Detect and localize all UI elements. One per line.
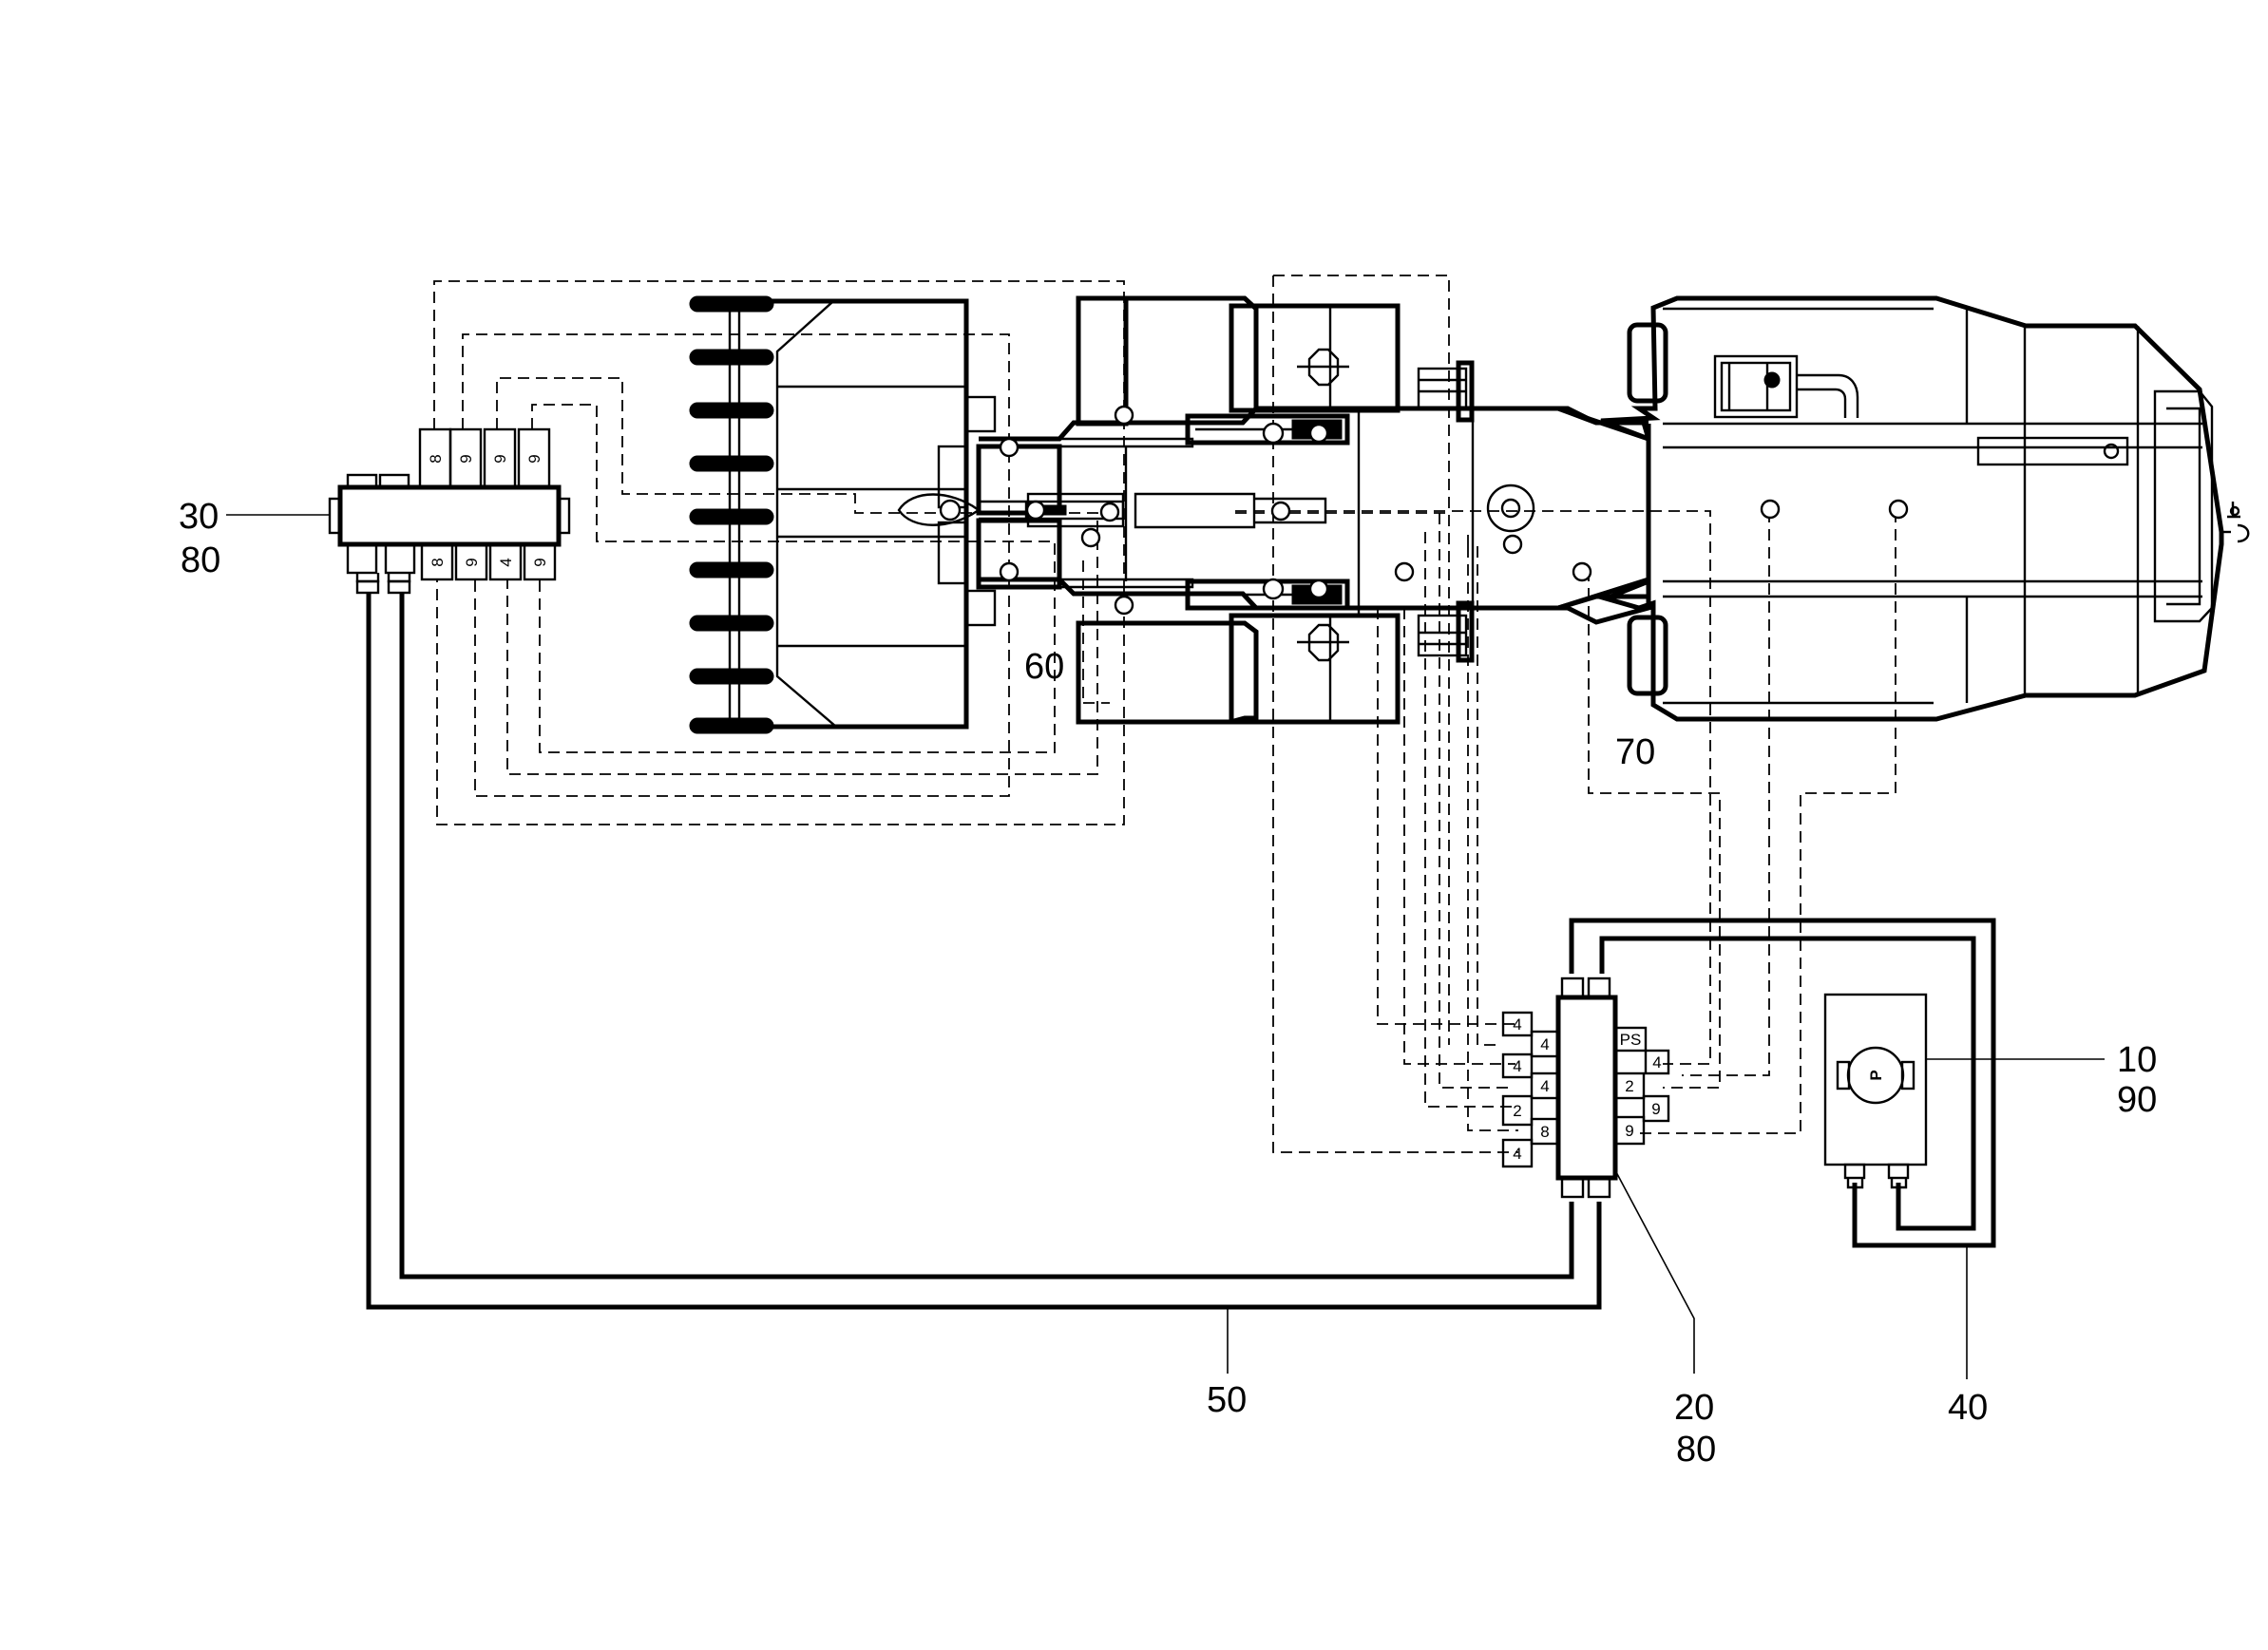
left-block-bottom-ports: 8 9 4 9 (420, 542, 557, 581)
wheel-loader-outline (689, 295, 2250, 734)
callout-90: 90 (2117, 1080, 2157, 1120)
callout-80-right: 80 (1676, 1430, 1716, 1470)
pump-label: P (1867, 1070, 1885, 1080)
main-line-50-b (399, 594, 1574, 1280)
callout-labels: 30 80 60 70 10 90 50 20 80 40 (179, 497, 2157, 1470)
callout-70: 70 (1615, 732, 1655, 772)
left-bottom-port-label: 8 (429, 558, 447, 566)
callout-40: 40 (1948, 1388, 1988, 1428)
main-line-50-a (366, 594, 1602, 1310)
right-left-port-label: 4 (1513, 1015, 1521, 1034)
pump-unit: P (1823, 993, 1928, 1189)
right-left-port-label: 4 (1540, 1035, 1549, 1053)
bucket (689, 295, 997, 734)
right-block-right-ports: PS 4 2 9 9 (1613, 1026, 1670, 1146)
right-right-port-label: PS (1620, 1031, 1642, 1049)
right-left-port-label: 4 (1540, 1077, 1549, 1095)
left-bottom-port-label: 9 (463, 558, 481, 566)
main-line-40-a (1569, 918, 1996, 1248)
right-right-port-label: 4 (1652, 1053, 1661, 1072)
bucket-teeth (689, 295, 774, 734)
callout-80-left: 80 (181, 541, 220, 580)
callout-60: 60 (1024, 647, 1064, 687)
main-lube-lines (366, 594, 1996, 1310)
leader-lines (226, 514, 2105, 1379)
left-bottom-port-label: 9 (531, 558, 549, 566)
callout-30: 30 (179, 497, 219, 537)
right-left-port-label: 4 (1513, 1145, 1521, 1163)
left-top-port-label: 9 (457, 454, 475, 463)
left-top-port-label: 8 (427, 454, 445, 463)
right-left-port-label: 2 (1513, 1102, 1521, 1120)
callout-10: 10 (2117, 1040, 2157, 1080)
grease-points (939, 405, 1909, 616)
left-distribution-block: 8 9 9 9 8 9 4 9 (328, 427, 571, 595)
right-right-port-label: 9 (1625, 1122, 1633, 1140)
right-block-left-ports: 4 4 4 4 2 8 4 (1501, 1011, 1560, 1168)
callout-50: 50 (1207, 1380, 1247, 1420)
rear-frame (1486, 295, 2250, 722)
right-right-port-label: 9 (1651, 1100, 1660, 1118)
right-right-port-label: 2 (1625, 1077, 1633, 1095)
right-left-port-label: 8 (1540, 1123, 1549, 1141)
right-distribution-block: 4 4 4 4 2 8 4 PS 4 2 9 9 (1501, 977, 1670, 1199)
main-line-40-b (1599, 936, 1976, 1231)
left-top-port-label: 9 (525, 454, 543, 463)
left-bottom-port-label: 4 (497, 558, 515, 566)
secondary-lube-lines (433, 275, 1896, 1153)
callout-20: 20 (1674, 1388, 1714, 1428)
right-left-port-label: 4 (1513, 1057, 1521, 1075)
left-block-top-ports: 8 9 9 9 (418, 427, 551, 489)
left-top-port-label: 9 (491, 454, 509, 463)
